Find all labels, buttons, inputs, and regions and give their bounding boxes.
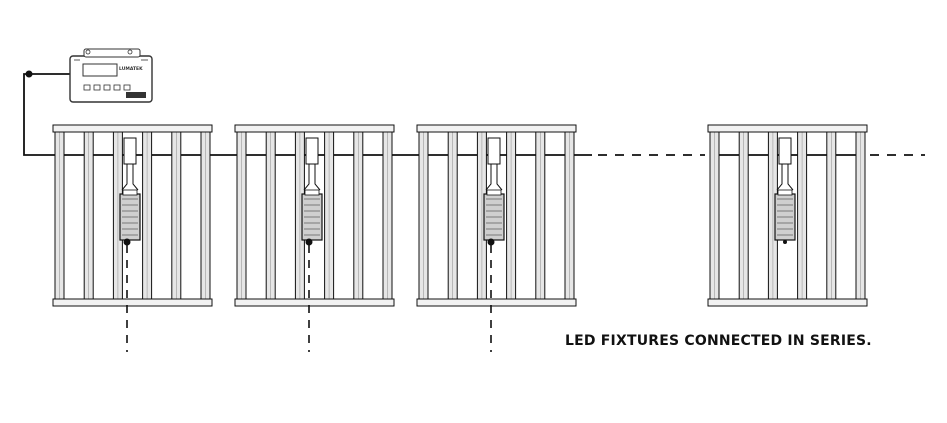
led-fixture bbox=[234, 124, 395, 352]
output-connector bbox=[123, 238, 131, 246]
led-driver bbox=[483, 137, 505, 241]
led-driver bbox=[301, 137, 323, 241]
output-connector bbox=[783, 240, 787, 244]
frame-rail-top bbox=[52, 124, 213, 133]
frame-rail-bottom bbox=[416, 298, 577, 307]
led-fixture bbox=[52, 124, 213, 352]
control-cable bbox=[23, 73, 70, 156]
controller-buttons bbox=[83, 84, 131, 91]
control-cable-connector bbox=[25, 70, 33, 78]
controller-brand: LUMATEK bbox=[119, 66, 143, 72]
frame-rail-top bbox=[416, 124, 577, 133]
output-connector bbox=[487, 238, 495, 246]
frame-rail-bottom bbox=[52, 298, 213, 307]
frame-rail-top bbox=[707, 124, 868, 133]
controller-screen bbox=[82, 63, 118, 77]
controller-label-plate bbox=[126, 92, 146, 98]
led-fixture bbox=[416, 124, 577, 352]
frame-rail-top bbox=[234, 124, 395, 133]
led-fixture bbox=[707, 124, 868, 307]
led-driver bbox=[774, 137, 796, 241]
frame-rail-bottom bbox=[234, 298, 395, 307]
output-connector bbox=[305, 238, 313, 246]
led-fixtures bbox=[52, 124, 868, 352]
controller-unit: LUMATEK bbox=[69, 48, 153, 103]
diagram-caption: LED FIXTURES CONNECTED IN SERIES. bbox=[565, 333, 872, 349]
frame-rail-bottom bbox=[707, 298, 868, 307]
led-driver bbox=[119, 137, 141, 241]
